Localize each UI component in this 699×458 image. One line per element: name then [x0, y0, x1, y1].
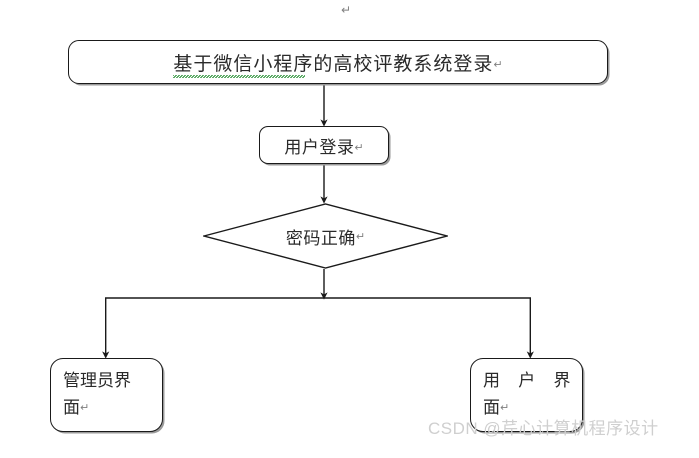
node-user-interface-line2: 面: [483, 398, 500, 417]
spellcheck-underline: [173, 74, 306, 78]
diamond-shape: [203, 203, 448, 269]
node-user-interface-line2-wrap: 面↵: [483, 394, 578, 421]
node-system-title-return-mark: ↵: [493, 57, 503, 71]
node-system-title-label: 基于微信小程序的高校评教系统登录: [173, 53, 494, 75]
node-user-login-return-mark: ↵: [354, 140, 364, 154]
paragraph-return-mark-top: ↵: [341, 3, 352, 17]
node-password-correct-text: 密码正确↵: [203, 203, 448, 269]
node-user-interface-line1: 用 户 界: [483, 371, 578, 390]
node-user-interface-return-mark: ↵: [500, 401, 510, 414]
node-admin-interface-line2-wrap: 面↵: [63, 394, 131, 421]
node-password-correct-label: 密码正确: [285, 228, 356, 248]
node-system-title-text: 基于微信小程序的高校评教系统登录↵: [173, 49, 503, 78]
node-admin-interface-line1: 管理员界: [63, 371, 131, 390]
node-admin-interface-line2: 面: [63, 398, 80, 417]
node-system-title[interactable]: 基于微信小程序的高校评教系统登录↵: [68, 40, 608, 84]
node-user-login[interactable]: 用户登录↵: [259, 126, 389, 164]
node-admin-interface-text: 管理员界 面↵: [51, 359, 131, 421]
node-password-correct[interactable]: 密码正确↵: [203, 203, 448, 269]
node-admin-interface-return-mark: ↵: [80, 401, 90, 414]
node-password-correct-return-mark: ↵: [355, 229, 366, 243]
node-admin-interface[interactable]: 管理员界 面↵: [50, 358, 163, 432]
node-user-interface[interactable]: 用 户 界 面↵: [470, 358, 583, 432]
node-user-login-text: 用户登录↵: [284, 133, 363, 158]
node-user-interface-text: 用 户 界 面↵: [471, 359, 578, 421]
node-user-login-label: 用户登录: [284, 137, 355, 157]
csdn-watermark: CSDN @芹心计算机程序设计: [428, 419, 659, 438]
